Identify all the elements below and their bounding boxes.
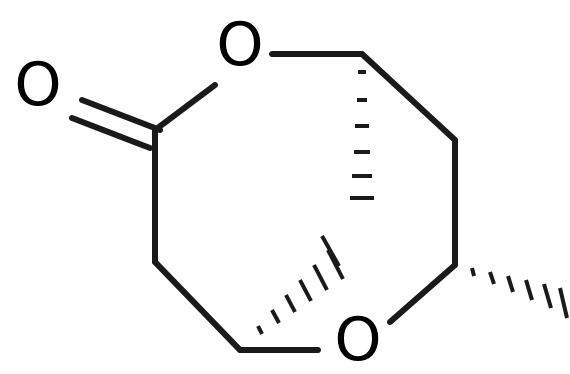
hashed-wedge-bottom-bridge <box>256 235 345 335</box>
bond-c1-o-top <box>152 82 218 133</box>
atom-oxygen-carbonyl: O <box>14 50 61 120</box>
bond-carbonyl-double-b <box>69 115 153 151</box>
atom-oxygen-ring-bottom: O <box>334 305 381 374</box>
bond-c2-c3 <box>359 51 458 143</box>
bond-c5-c6 <box>152 259 243 353</box>
hashed-wedge-top-bridge <box>350 70 374 200</box>
bond-c4-o-bottom <box>387 262 458 325</box>
atom-oxygen-ring-top: O <box>216 10 263 80</box>
hashed-wedge-methyl <box>470 267 569 319</box>
bond-carbonyl-double-a <box>79 97 163 133</box>
